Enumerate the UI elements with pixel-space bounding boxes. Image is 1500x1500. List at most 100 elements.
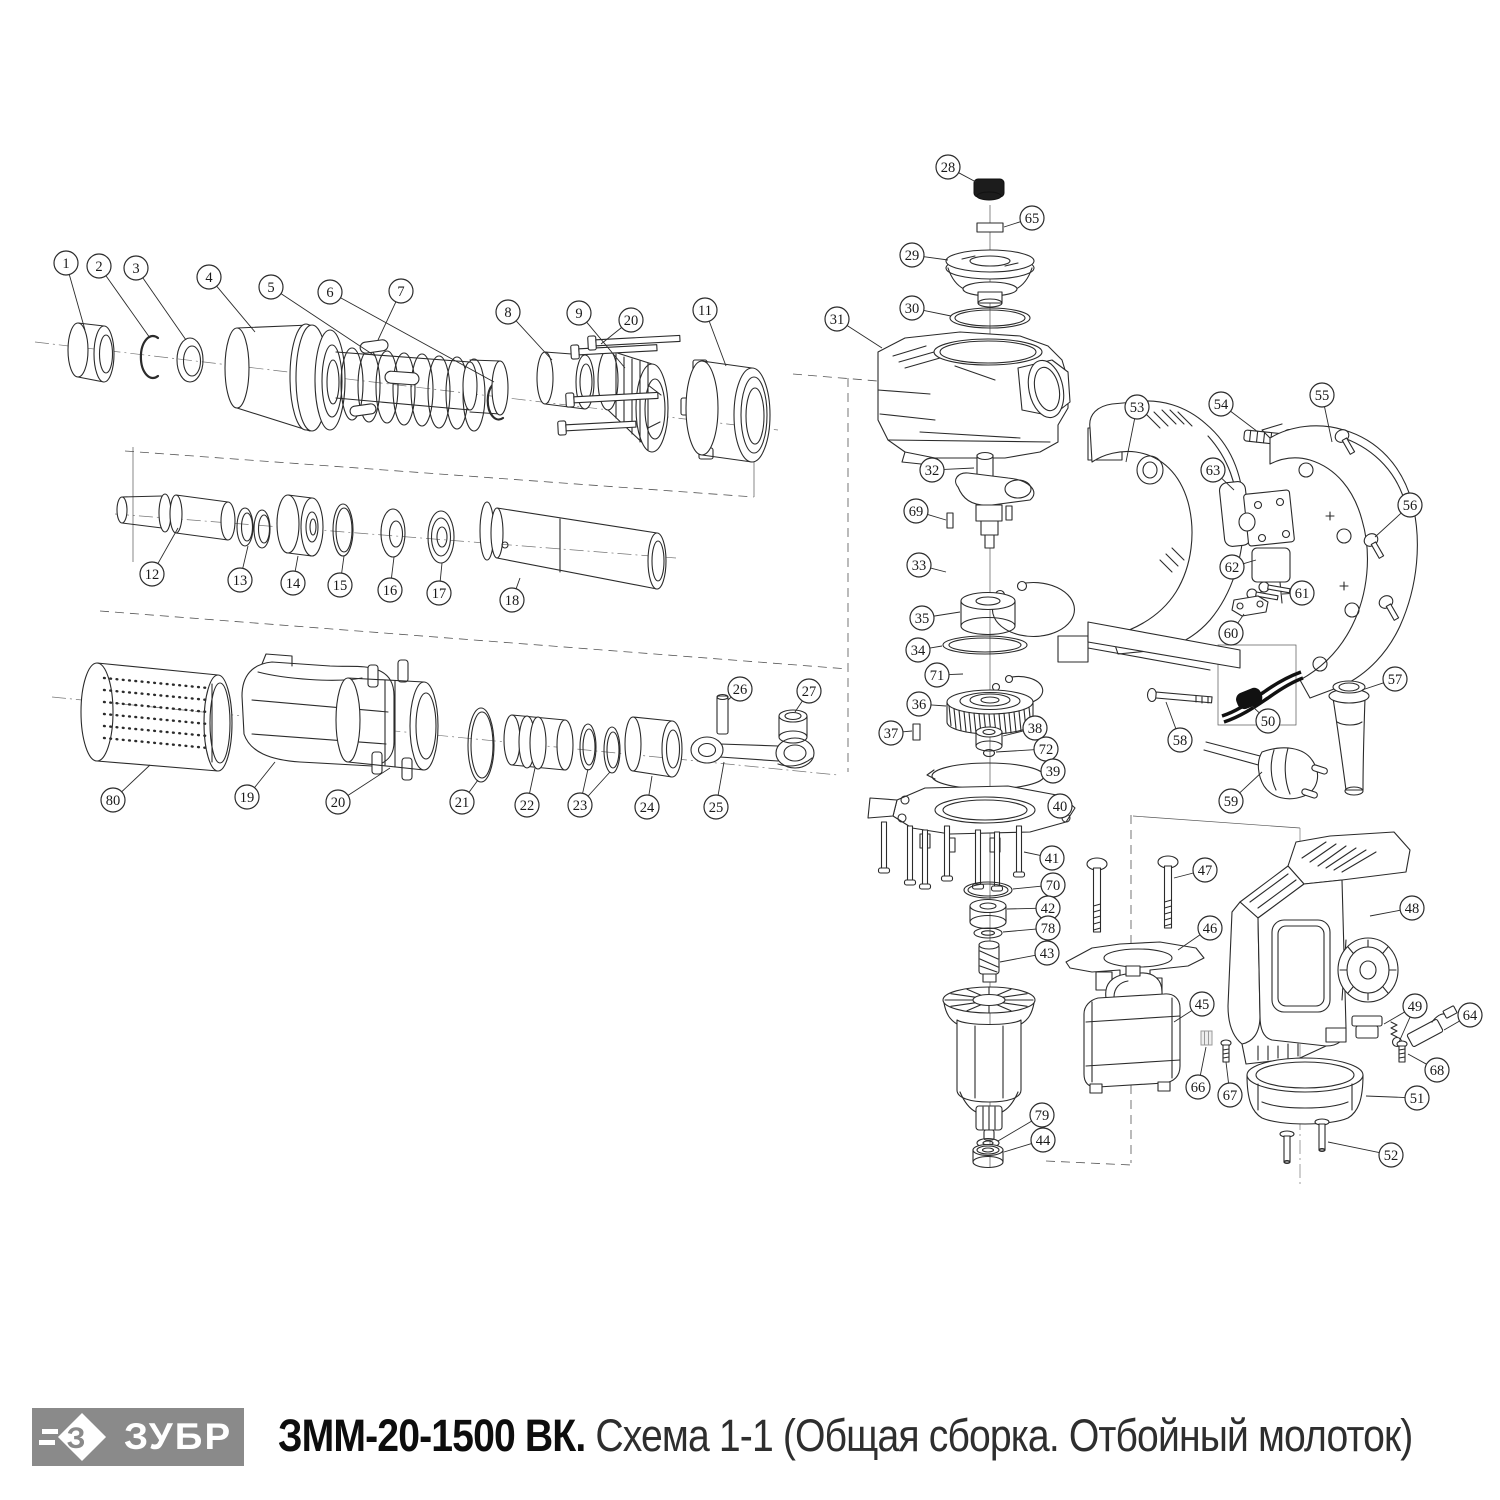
part-12-striker — [116, 493, 236, 541]
callout-30: 30 — [899, 295, 952, 321]
svg-text:43: 43 — [1040, 946, 1055, 962]
callout-26: 26 — [727, 676, 753, 702]
callout-27: 27 — [794, 678, 822, 713]
svg-text:50: 50 — [1261, 714, 1276, 730]
logo-speedline-icon — [42, 1429, 58, 1434]
svg-text:63: 63 — [1206, 463, 1221, 479]
callout-18: 18 — [499, 577, 525, 613]
svg-text:42: 42 — [1041, 901, 1056, 917]
part-17-bearing — [427, 510, 455, 564]
svg-text:26: 26 — [733, 682, 748, 698]
part-14-seal-bearing — [276, 494, 324, 557]
callout-62: 62 — [1219, 554, 1257, 580]
callout-65: 65 — [1003, 205, 1045, 231]
callout-1: 1 — [53, 250, 86, 331]
part-28-rubber-cap — [973, 178, 1005, 201]
part-49-brush-holder — [1351, 1015, 1403, 1048]
svg-text:16: 16 — [383, 583, 398, 599]
svg-text:20: 20 — [624, 313, 639, 329]
callout-53: 53 — [1124, 394, 1150, 463]
part-3-washer — [176, 337, 204, 383]
callout-20: 20 — [325, 767, 391, 815]
callout-32: 32 — [919, 457, 975, 483]
callout-8: 8 — [495, 299, 553, 361]
svg-text:32: 32 — [925, 463, 940, 479]
part-44-bearing — [972, 1143, 1004, 1169]
svg-text:3: 3 — [132, 261, 139, 277]
part-23-o-rings — [579, 723, 621, 774]
callout-15: 15 — [327, 555, 353, 598]
callout-31: 31 — [824, 306, 883, 349]
svg-text:2: 2 — [95, 259, 102, 275]
svg-text:1: 1 — [62, 256, 69, 272]
callout-3: 3 — [123, 255, 187, 341]
part-60-contact-plate — [1231, 595, 1269, 617]
part-20-barrel-assembly — [335, 659, 439, 781]
callout-34: 34 — [905, 637, 943, 663]
callout-14: 14 — [280, 555, 306, 596]
svg-text:70: 70 — [1046, 878, 1061, 894]
callout-19: 19 — [234, 761, 276, 810]
svg-text:65: 65 — [1025, 211, 1040, 227]
part-39-gasket — [926, 762, 1045, 790]
svg-text:23: 23 — [573, 798, 588, 814]
callout-37: 37 — [878, 720, 913, 746]
part-shaft — [335, 351, 509, 416]
callout-36: 36 — [906, 691, 947, 717]
svg-text:13: 13 — [233, 573, 248, 589]
svg-text:34: 34 — [911, 643, 926, 659]
callout-17: 17 — [426, 562, 452, 606]
callout-35: 35 — [909, 605, 961, 631]
callout-20: 20 — [600, 307, 644, 345]
part-35-bearing-block — [960, 591, 1016, 636]
part-53-handle-half — [1057, 400, 1245, 671]
svg-text:46: 46 — [1203, 921, 1218, 937]
callout-70: 70 — [1012, 872, 1066, 898]
sheet-subtitle: Схема 1-1 (Общая сборка. Отбойный молото… — [585, 1410, 1413, 1461]
part-16-washer — [380, 508, 406, 558]
callout-12: 12 — [139, 527, 179, 587]
part-48-motor-housing — [1227, 831, 1411, 1065]
part-9-knurled-cap — [597, 349, 669, 453]
part-45-stator — [1083, 965, 1181, 1094]
callout-9: 9 — [566, 300, 626, 369]
part-47-screws-long — [1086, 855, 1179, 933]
callout-13: 13 — [227, 545, 253, 593]
diagram-title: ЗММ-20-1500 ВК. Схема 1-1 (Общая сборка.… — [278, 1410, 1413, 1462]
part-27-bushing — [778, 709, 808, 744]
callout-39: 39 — [1040, 758, 1066, 784]
part-52-screws — [1279, 1118, 1330, 1165]
logo-speedline-icon — [39, 1440, 55, 1445]
part-15-o-ring — [332, 503, 354, 557]
footer: З ЗУБР ЗММ-20-1500 ВК. Схема 1-1 (Общая … — [0, 1396, 1500, 1500]
svg-text:36: 36 — [912, 697, 927, 713]
svg-text:59: 59 — [1224, 794, 1239, 810]
part-18-cylinder-barrel — [479, 501, 667, 590]
svg-text:14: 14 — [286, 576, 301, 592]
svg-text:61: 61 — [1295, 586, 1310, 602]
svg-text:31: 31 — [830, 312, 845, 328]
svg-text:20: 20 — [331, 795, 346, 811]
svg-text:33: 33 — [912, 558, 927, 574]
brand-name: ЗУБР — [124, 1416, 233, 1457]
part-7-pins — [349, 339, 389, 417]
brand-logo-art: З — [32, 1408, 244, 1466]
svg-text:60: 60 — [1224, 626, 1239, 642]
part-43-armature — [942, 940, 1036, 1141]
part-80-grip-sleeve — [80, 662, 233, 772]
callout-51: 51 — [1365, 1085, 1430, 1111]
callout-72: 72 — [995, 736, 1059, 762]
svg-text:6: 6 — [326, 285, 333, 301]
callout-68: 68 — [1407, 1053, 1450, 1083]
part-5-spring — [340, 347, 486, 432]
callout-5: 5 — [258, 274, 376, 357]
svg-text:38: 38 — [1028, 721, 1043, 737]
svg-text:24: 24 — [640, 800, 655, 816]
callout-60: 60 — [1218, 613, 1245, 646]
callout-63: 63 — [1200, 457, 1235, 491]
part-62-capacitor — [1251, 547, 1291, 604]
part-26-pin — [716, 693, 729, 735]
callout-56: 56 — [1374, 492, 1423, 538]
part-72-ring — [982, 748, 996, 758]
